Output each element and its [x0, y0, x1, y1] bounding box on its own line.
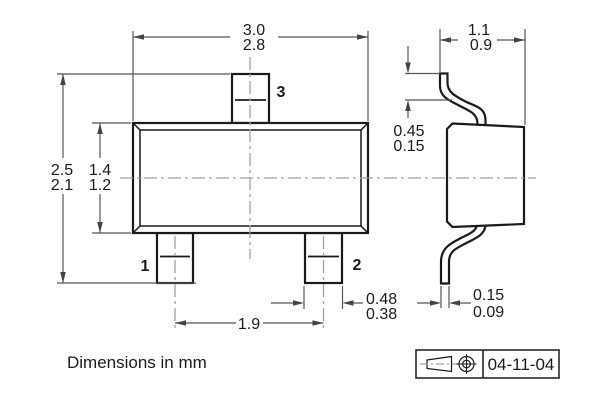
dimension-pin-width: 0.48 0.38: [271, 286, 397, 323]
dim-lead-thickness-max: 0.15: [473, 287, 504, 304]
side-lead: [438, 72, 487, 285]
units-note: Dimensions in mm: [67, 353, 207, 372]
centerlines: [120, 57, 536, 330]
dim-lead-top-max: 0.45: [393, 123, 424, 140]
title-block-frame: [415, 349, 560, 379]
side-view: [438, 72, 526, 285]
dim-width-min: 2.8: [243, 37, 265, 54]
dim-width-max: 3.0: [243, 22, 265, 39]
dim-pin-width-max: 0.48: [366, 291, 397, 308]
dim-lead-thickness-min: 0.09: [473, 304, 504, 321]
pin3-label: 3: [277, 84, 286, 101]
title-block: 04-11-04: [415, 349, 560, 379]
body-corner-bevels: [132, 122, 369, 234]
dim-body-height-max: 1.4: [89, 162, 111, 179]
dimension-body-height: 1.4 1.2: [89, 122, 131, 234]
dimension-width: 3.0 2.8: [132, 22, 369, 121]
dim-depth-min: 0.9: [470, 37, 492, 54]
pin2-label: 2: [353, 257, 362, 274]
dimension-pin-pitch: 1.9: [175, 316, 324, 333]
projection-circle-icon: [456, 354, 477, 374]
dim-pin-pitch: 1.9: [238, 316, 260, 333]
dim-pin-width-min: 0.38: [366, 306, 397, 323]
dimension-depth: 1.1 0.9: [439, 22, 526, 125]
dimension-total-height: 2.5 2.1: [51, 73, 230, 284]
dim-total-height-min: 2.1: [51, 177, 73, 194]
dim-total-height-max: 2.5: [51, 162, 73, 179]
side-body-outline: [445, 122, 526, 229]
dim-body-height-min: 1.2: [89, 177, 111, 194]
dim-lead-top-min: 0.15: [393, 138, 424, 155]
title-block-date: 04-11-04: [488, 355, 555, 374]
dimension-lead-top: 0.45 0.15: [393, 46, 452, 155]
dimension-lead-thickness: 0.15 0.09: [417, 286, 504, 321]
projection-cone-icon: [420, 355, 458, 373]
pin1-label: 1: [141, 258, 150, 275]
dim-depth-max: 1.1: [468, 22, 490, 39]
